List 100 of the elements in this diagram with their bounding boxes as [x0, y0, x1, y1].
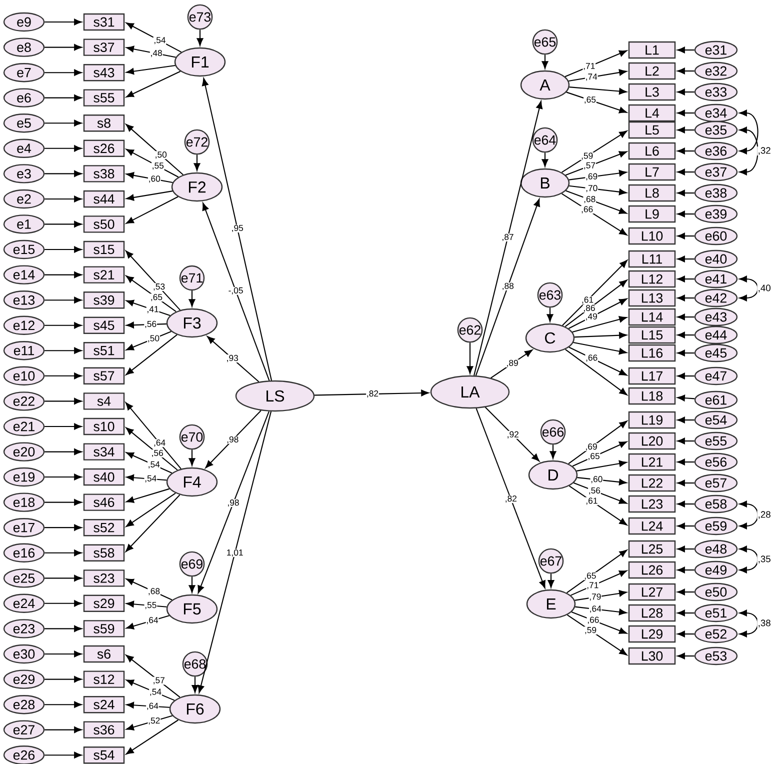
arrow: [677, 68, 694, 74]
arrow: [126, 172, 173, 184]
edge-label: ,68: [148, 588, 160, 596]
arrow: [126, 148, 179, 178]
arrow: [44, 120, 82, 126]
edge-label: ,65: [587, 452, 600, 461]
indicator-box: L18: [628, 387, 676, 405]
arrow: [474, 100, 543, 376]
edge-label: ,59: [584, 626, 597, 635]
indicator-box: s54: [83, 746, 125, 764]
arrow: [126, 494, 180, 552]
arrow: [44, 220, 82, 228]
arrow: [126, 300, 170, 316]
arrow: [677, 256, 694, 262]
arrow: [677, 394, 695, 402]
edge-label: ,49: [584, 312, 598, 321]
indicator-box: s34: [83, 443, 125, 460]
arrow: [188, 450, 196, 466]
arrow: [677, 126, 694, 134]
indicator-box: L19: [628, 411, 676, 429]
indicator-box: L21: [628, 453, 676, 471]
indicator-box: s31: [83, 13, 125, 31]
arrow: [202, 202, 270, 381]
arrow: [126, 474, 167, 481]
arrow: [564, 50, 627, 78]
arrow: [568, 298, 628, 329]
arrow: [44, 347, 82, 354]
arrow: [542, 54, 548, 69]
arrow: [126, 276, 176, 312]
arrow: [562, 130, 628, 173]
arrow: [126, 715, 172, 730]
indicator-box: s4: [83, 392, 125, 410]
edge-label: ,98: [226, 436, 240, 444]
arrow: [569, 86, 627, 94]
edge-label: ,95: [230, 224, 244, 232]
arrow: [126, 22, 182, 53]
arrow: [44, 196, 82, 202]
indicator-box: s51: [83, 342, 125, 360]
indicator-box: L24: [628, 517, 676, 535]
covariance-arrow: [739, 500, 758, 530]
edge-label: ,55: [151, 162, 164, 170]
arrow: [198, 411, 270, 594]
indicator-box: s29: [83, 594, 125, 612]
indicator-box: L6: [628, 142, 676, 160]
indicator-box: s43: [83, 64, 125, 82]
arrow: [126, 702, 170, 708]
arrow: [126, 488, 170, 503]
arrow: [44, 44, 82, 51]
arrow: [677, 294, 694, 302]
arrow: [677, 546, 694, 552]
arrow: [677, 168, 694, 176]
arrow: [677, 46, 694, 54]
arrow: [126, 492, 176, 527]
edge-label: ,69: [585, 172, 598, 181]
arrow: [44, 296, 82, 304]
edge-label: ,54: [147, 461, 160, 469]
arrow: [571, 611, 627, 634]
edge-label: ,50: [154, 151, 168, 160]
indicator-box: s24: [83, 696, 125, 714]
arrow: [573, 342, 627, 355]
edge-label: ,52: [148, 717, 161, 726]
arrow: [562, 260, 628, 326]
indicator-box: L1: [628, 41, 676, 59]
arrow: [126, 46, 176, 58]
edge-label: ,38: [757, 618, 772, 628]
arrow: [44, 600, 82, 607]
edge-label: ,71: [586, 582, 600, 590]
covariance-arrow: [739, 110, 758, 154]
indicator-box: L4: [628, 104, 676, 122]
arrow: [126, 190, 172, 201]
edge-label: ,64: [588, 605, 602, 614]
arrow: [572, 316, 627, 332]
arrow: [126, 322, 166, 328]
arrow: [125, 402, 182, 470]
arrow: [562, 193, 628, 236]
arrow: [126, 578, 172, 600]
arrow: [568, 69, 627, 82]
arrow: [44, 94, 82, 102]
arrow: [677, 438, 694, 444]
arrow: [44, 701, 82, 708]
arrow: [575, 606, 627, 616]
edge-label: -,05: [228, 286, 244, 295]
indicator-box: s59: [83, 620, 125, 638]
indicator-box: L11: [628, 250, 676, 268]
arrow: [44, 372, 82, 380]
arrow: [44, 246, 82, 253]
arrow: [548, 574, 554, 588]
arrow: [126, 331, 172, 350]
edge-label: ,56: [588, 486, 601, 495]
indicator-box: L8: [628, 184, 676, 202]
indicator-box: L23: [628, 495, 676, 513]
covariance-arrow: [739, 276, 758, 302]
arrow: [126, 615, 170, 630]
arrow: [677, 630, 694, 638]
arrow: [44, 322, 82, 329]
edge-label: ,57: [583, 162, 596, 170]
indicator-box: L15: [628, 326, 676, 344]
edge-label: ,66: [586, 616, 600, 624]
arrow: [188, 290, 196, 307]
edge-label: ,35: [757, 554, 772, 564]
